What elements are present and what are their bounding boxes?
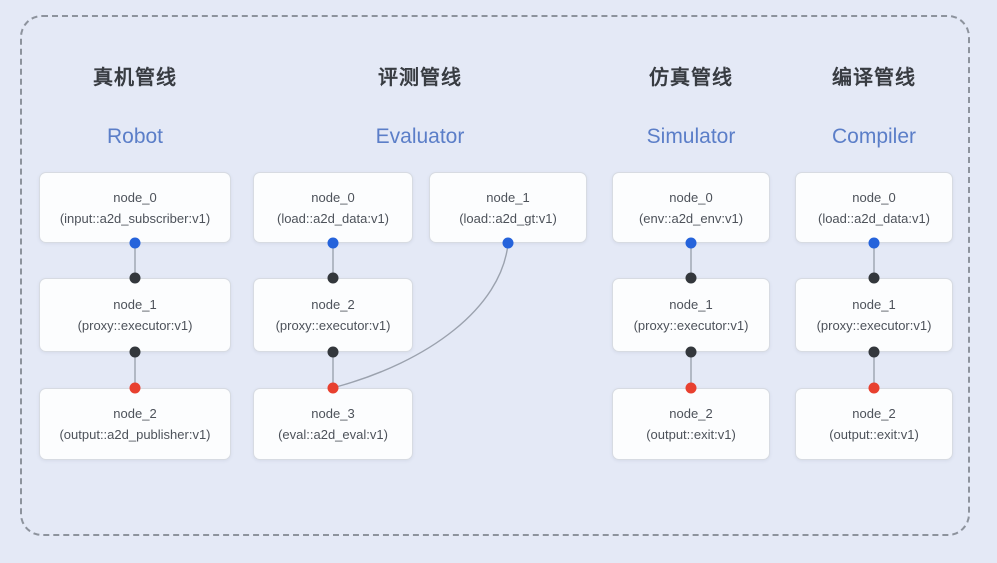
- pipeline-header-evaluator: 评测管线 Evaluator: [253, 63, 587, 152]
- edge-curve-gt-to-eval: [335, 243, 509, 388]
- pipeline-title-cn: 仿真管线: [649, 67, 733, 89]
- pipeline-title-cn: 评测管线: [378, 67, 462, 89]
- node-card-robot-node0[interactable]: node_0 (input::a2d_subscriber:v1): [39, 172, 231, 243]
- red-port-icon: [868, 382, 880, 394]
- node-card-robot-node2[interactable]: node_2 (output::a2d_publisher:v1): [39, 388, 231, 460]
- node-type: (input::a2d_subscriber:v1): [59, 210, 211, 226]
- node-name: node_2: [113, 406, 157, 421]
- node-name: node_0: [669, 189, 713, 205]
- node-type: (eval::a2d_eval:v1): [278, 427, 388, 442]
- node-card-evaluator-node3[interactable]: node_3 (eval::a2d_eval:v1): [253, 388, 413, 460]
- dark-port-icon: [129, 272, 141, 284]
- blue-port-icon: [502, 237, 514, 249]
- node-card-compiler-node1[interactable]: node_1 (proxy::executor:v1): [795, 278, 953, 352]
- blue-port-icon: [868, 237, 880, 249]
- node-name: node_1: [669, 297, 713, 312]
- dark-port-icon: [129, 346, 141, 358]
- pipeline-header-simulator: 仿真管线 Simulator: [612, 63, 770, 152]
- node-type: (output::exit:v1): [646, 427, 736, 442]
- dark-port-icon: [868, 272, 880, 284]
- pipeline-title-en: Robot: [106, 125, 164, 148]
- node-card-evaluator-node2[interactable]: node_2 (proxy::executor:v1): [253, 278, 413, 352]
- red-port-icon: [129, 382, 141, 394]
- node-type: (proxy::executor:v1): [275, 318, 391, 333]
- node-name: node_2: [311, 297, 355, 312]
- node-name: node_0: [113, 189, 157, 205]
- pipeline-title-en: Evaluator: [375, 125, 465, 148]
- node-name: node_0: [311, 189, 355, 205]
- node-type: (proxy::executor:v1): [633, 318, 749, 333]
- dashed-border-frame: [20, 15, 970, 536]
- node-name: node_2: [669, 406, 713, 421]
- node-card-simulator-node2[interactable]: node_2 (output::exit:v1): [612, 388, 770, 460]
- dark-port-icon: [685, 346, 697, 358]
- node-name: node_1: [113, 297, 157, 312]
- dark-port-icon: [327, 272, 339, 284]
- node-card-evaluator-node0[interactable]: node_0 (load::a2d_data:v1): [253, 172, 413, 243]
- blue-port-icon: [327, 237, 339, 249]
- node-type: (proxy::executor:v1): [816, 318, 932, 333]
- node-card-simulator-node1[interactable]: node_1 (proxy::executor:v1): [612, 278, 770, 352]
- pipeline-title-en: Simulator: [646, 125, 736, 148]
- pipeline-title-en: Compiler: [831, 125, 917, 148]
- node-type: (output::exit:v1): [829, 427, 919, 442]
- node-card-compiler-node0[interactable]: node_0 (load::a2d_data:v1): [795, 172, 953, 243]
- node-name: node_1: [486, 189, 530, 205]
- dark-port-icon: [868, 346, 880, 358]
- pipeline-title-cn: 真机管线: [93, 67, 177, 89]
- node-type: (load::a2d_data:v1): [276, 210, 390, 226]
- node-name: node_1: [852, 297, 896, 312]
- red-port-icon: [685, 382, 697, 394]
- node-card-compiler-node2[interactable]: node_2 (output::exit:v1): [795, 388, 953, 460]
- node-type: (output::a2d_publisher:v1): [59, 427, 211, 442]
- pipeline-title-cn: 编译管线: [832, 67, 916, 89]
- node-type: (proxy::executor:v1): [77, 318, 193, 333]
- blue-port-icon: [129, 237, 141, 249]
- dark-port-icon: [685, 272, 697, 284]
- dark-port-icon: [327, 346, 339, 358]
- node-card-evaluator-node1[interactable]: node_1 (load::a2d_gt:v1): [429, 172, 587, 243]
- pipeline-header-robot: 真机管线 Robot: [39, 63, 231, 152]
- blue-port-icon: [685, 237, 697, 249]
- node-card-simulator-node0[interactable]: node_0 (env::a2d_env:v1): [612, 172, 770, 243]
- red-port-icon: [327, 382, 339, 394]
- node-name: node_0: [852, 189, 896, 205]
- node-name: node_3: [311, 406, 355, 421]
- node-type: (load::a2d_data:v1): [817, 210, 931, 226]
- node-card-robot-node1[interactable]: node_1 (proxy::executor:v1): [39, 278, 231, 352]
- node-type: (load::a2d_gt:v1): [459, 210, 557, 226]
- pipeline-header-compiler: 编译管线 Compiler: [795, 63, 953, 152]
- node-name: node_2: [852, 406, 896, 421]
- node-type: (env::a2d_env:v1): [638, 210, 744, 226]
